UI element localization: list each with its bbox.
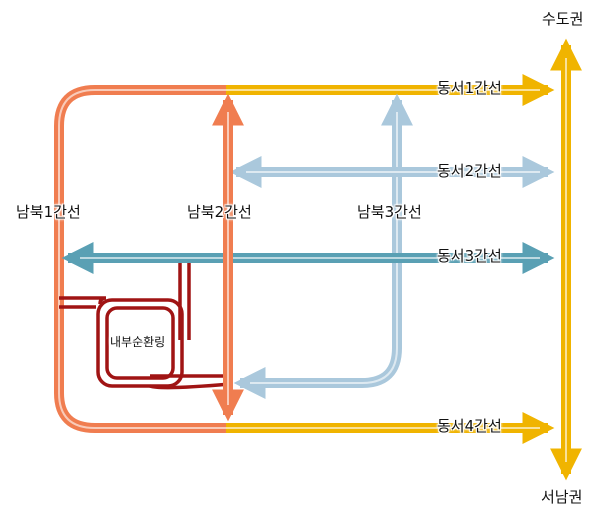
ns1-label: 남북1간선 [16, 203, 81, 221]
ew2-label: 동서2간선 [437, 162, 502, 180]
ew1-label: 동서1간선 [437, 79, 502, 97]
ns3-label: 남북3간선 [357, 203, 422, 221]
inner-ring-route [59, 262, 231, 390]
north-region-label: 수도권 [542, 10, 584, 28]
ns3-route [233, 93, 414, 400]
ew3-label: 동서3간선 [437, 247, 502, 265]
inner-ring-label: 내부순환링 [110, 335, 166, 349]
ew4-label: 동서4간선 [437, 417, 502, 435]
ns1-route [54, 85, 228, 433]
ns2-label: 남북2간선 [187, 203, 252, 221]
south-region-label: 서남권 [541, 488, 583, 506]
